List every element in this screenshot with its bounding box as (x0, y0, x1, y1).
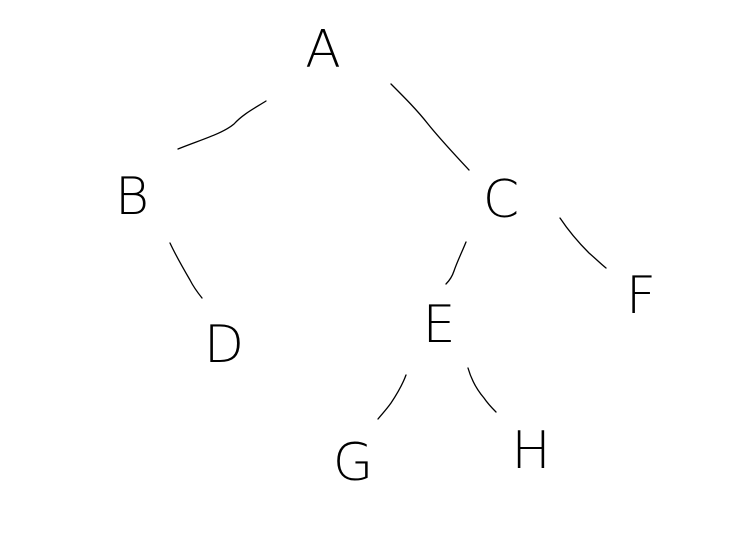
node-g: G (333, 433, 373, 493)
edge-c-e (445, 241, 467, 285)
edge-a-c (390, 83, 470, 171)
edge-e-h (467, 367, 497, 413)
tree-nodes: A B C D E F G H (115, 20, 656, 493)
edge-b-d (169, 242, 203, 299)
node-e: E (423, 295, 456, 355)
node-d: D (204, 315, 244, 375)
node-h: H (511, 421, 550, 481)
node-f: F (626, 266, 656, 326)
node-b: B (115, 167, 149, 227)
node-a: A (305, 20, 341, 80)
edge-e-g (377, 374, 407, 420)
node-c: C (483, 170, 519, 230)
edge-c-f (559, 217, 607, 269)
tree-edges (169, 83, 607, 420)
edge-a-b (177, 100, 267, 150)
